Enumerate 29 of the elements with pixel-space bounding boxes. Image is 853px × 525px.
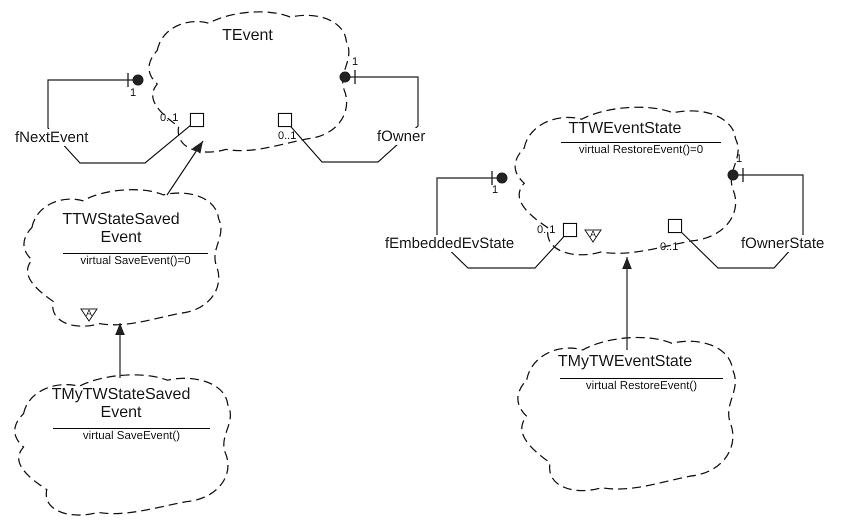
class-name: TTWStateSaved Event	[61, 211, 181, 247]
association-line	[436, 170, 578, 269]
role-name: fOwnerState	[740, 235, 826, 252]
multiplicity: 1	[352, 56, 358, 68]
abstract-adornment: A	[80, 308, 98, 322]
association-line	[668, 167, 804, 269]
class-name: TMyTWStateSaved Event	[50, 386, 192, 422]
inheritance-arrow	[166, 140, 204, 196]
class-name: TTWEventState	[568, 120, 682, 138]
role-name: fOwner	[376, 128, 426, 145]
multiplicity: 0..1	[278, 130, 296, 142]
method-text: virtual SaveEvent()=0	[63, 253, 208, 268]
class-name: TMyTWEventState	[556, 353, 694, 371]
class-name: TEvent	[221, 27, 274, 45]
multiplicity: 1	[492, 184, 498, 196]
inheritance-arrow	[622, 257, 632, 350]
multiplicity: 1	[130, 87, 136, 99]
method-text: virtual RestoreEvent()	[560, 378, 723, 393]
multiplicity: 0..1	[537, 224, 556, 236]
abstract-adornment: A	[584, 229, 602, 243]
method-text: virtual RestoreEvent()=0	[561, 142, 721, 157]
role-name: fNextEvent	[14, 129, 90, 146]
role-name: fEmbeddedEvState	[384, 235, 516, 252]
inheritance-arrow	[115, 323, 125, 378]
multiplicity: 0..1	[160, 112, 178, 124]
method-text: virtual SaveEvent()	[53, 428, 210, 443]
multiplicity: 0..1	[660, 241, 678, 253]
association-line	[278, 69, 419, 163]
association-line	[47, 72, 204, 164]
